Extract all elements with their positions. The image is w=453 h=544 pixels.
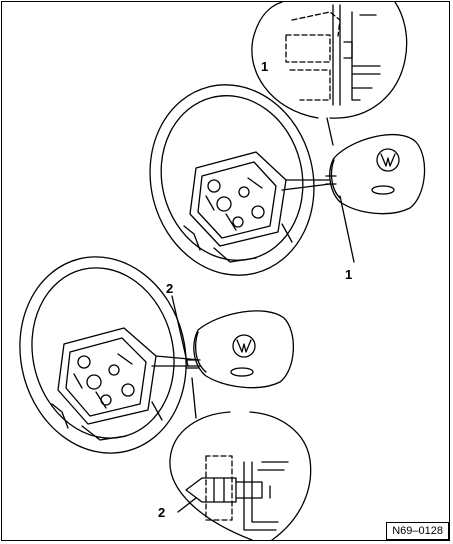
callout-2-leader-top [171, 295, 189, 367]
callout-2-top: 2 [166, 281, 174, 296]
bottom-airbag-unit [185, 310, 295, 389]
callout-1-bottom: 1 [345, 267, 353, 282]
top-airbag-unit [325, 133, 426, 263]
top-detail-magnifier [251, 1, 408, 146]
callout-1-top: 1 [261, 59, 269, 74]
bottom-detail-magnifier [169, 377, 312, 541]
top-steering-wheel [149, 84, 331, 276]
callout-2-bottom: 2 [158, 505, 166, 520]
figure-reference-code: N69–0128 [386, 522, 449, 540]
bottom-steering-wheel [19, 256, 201, 454]
